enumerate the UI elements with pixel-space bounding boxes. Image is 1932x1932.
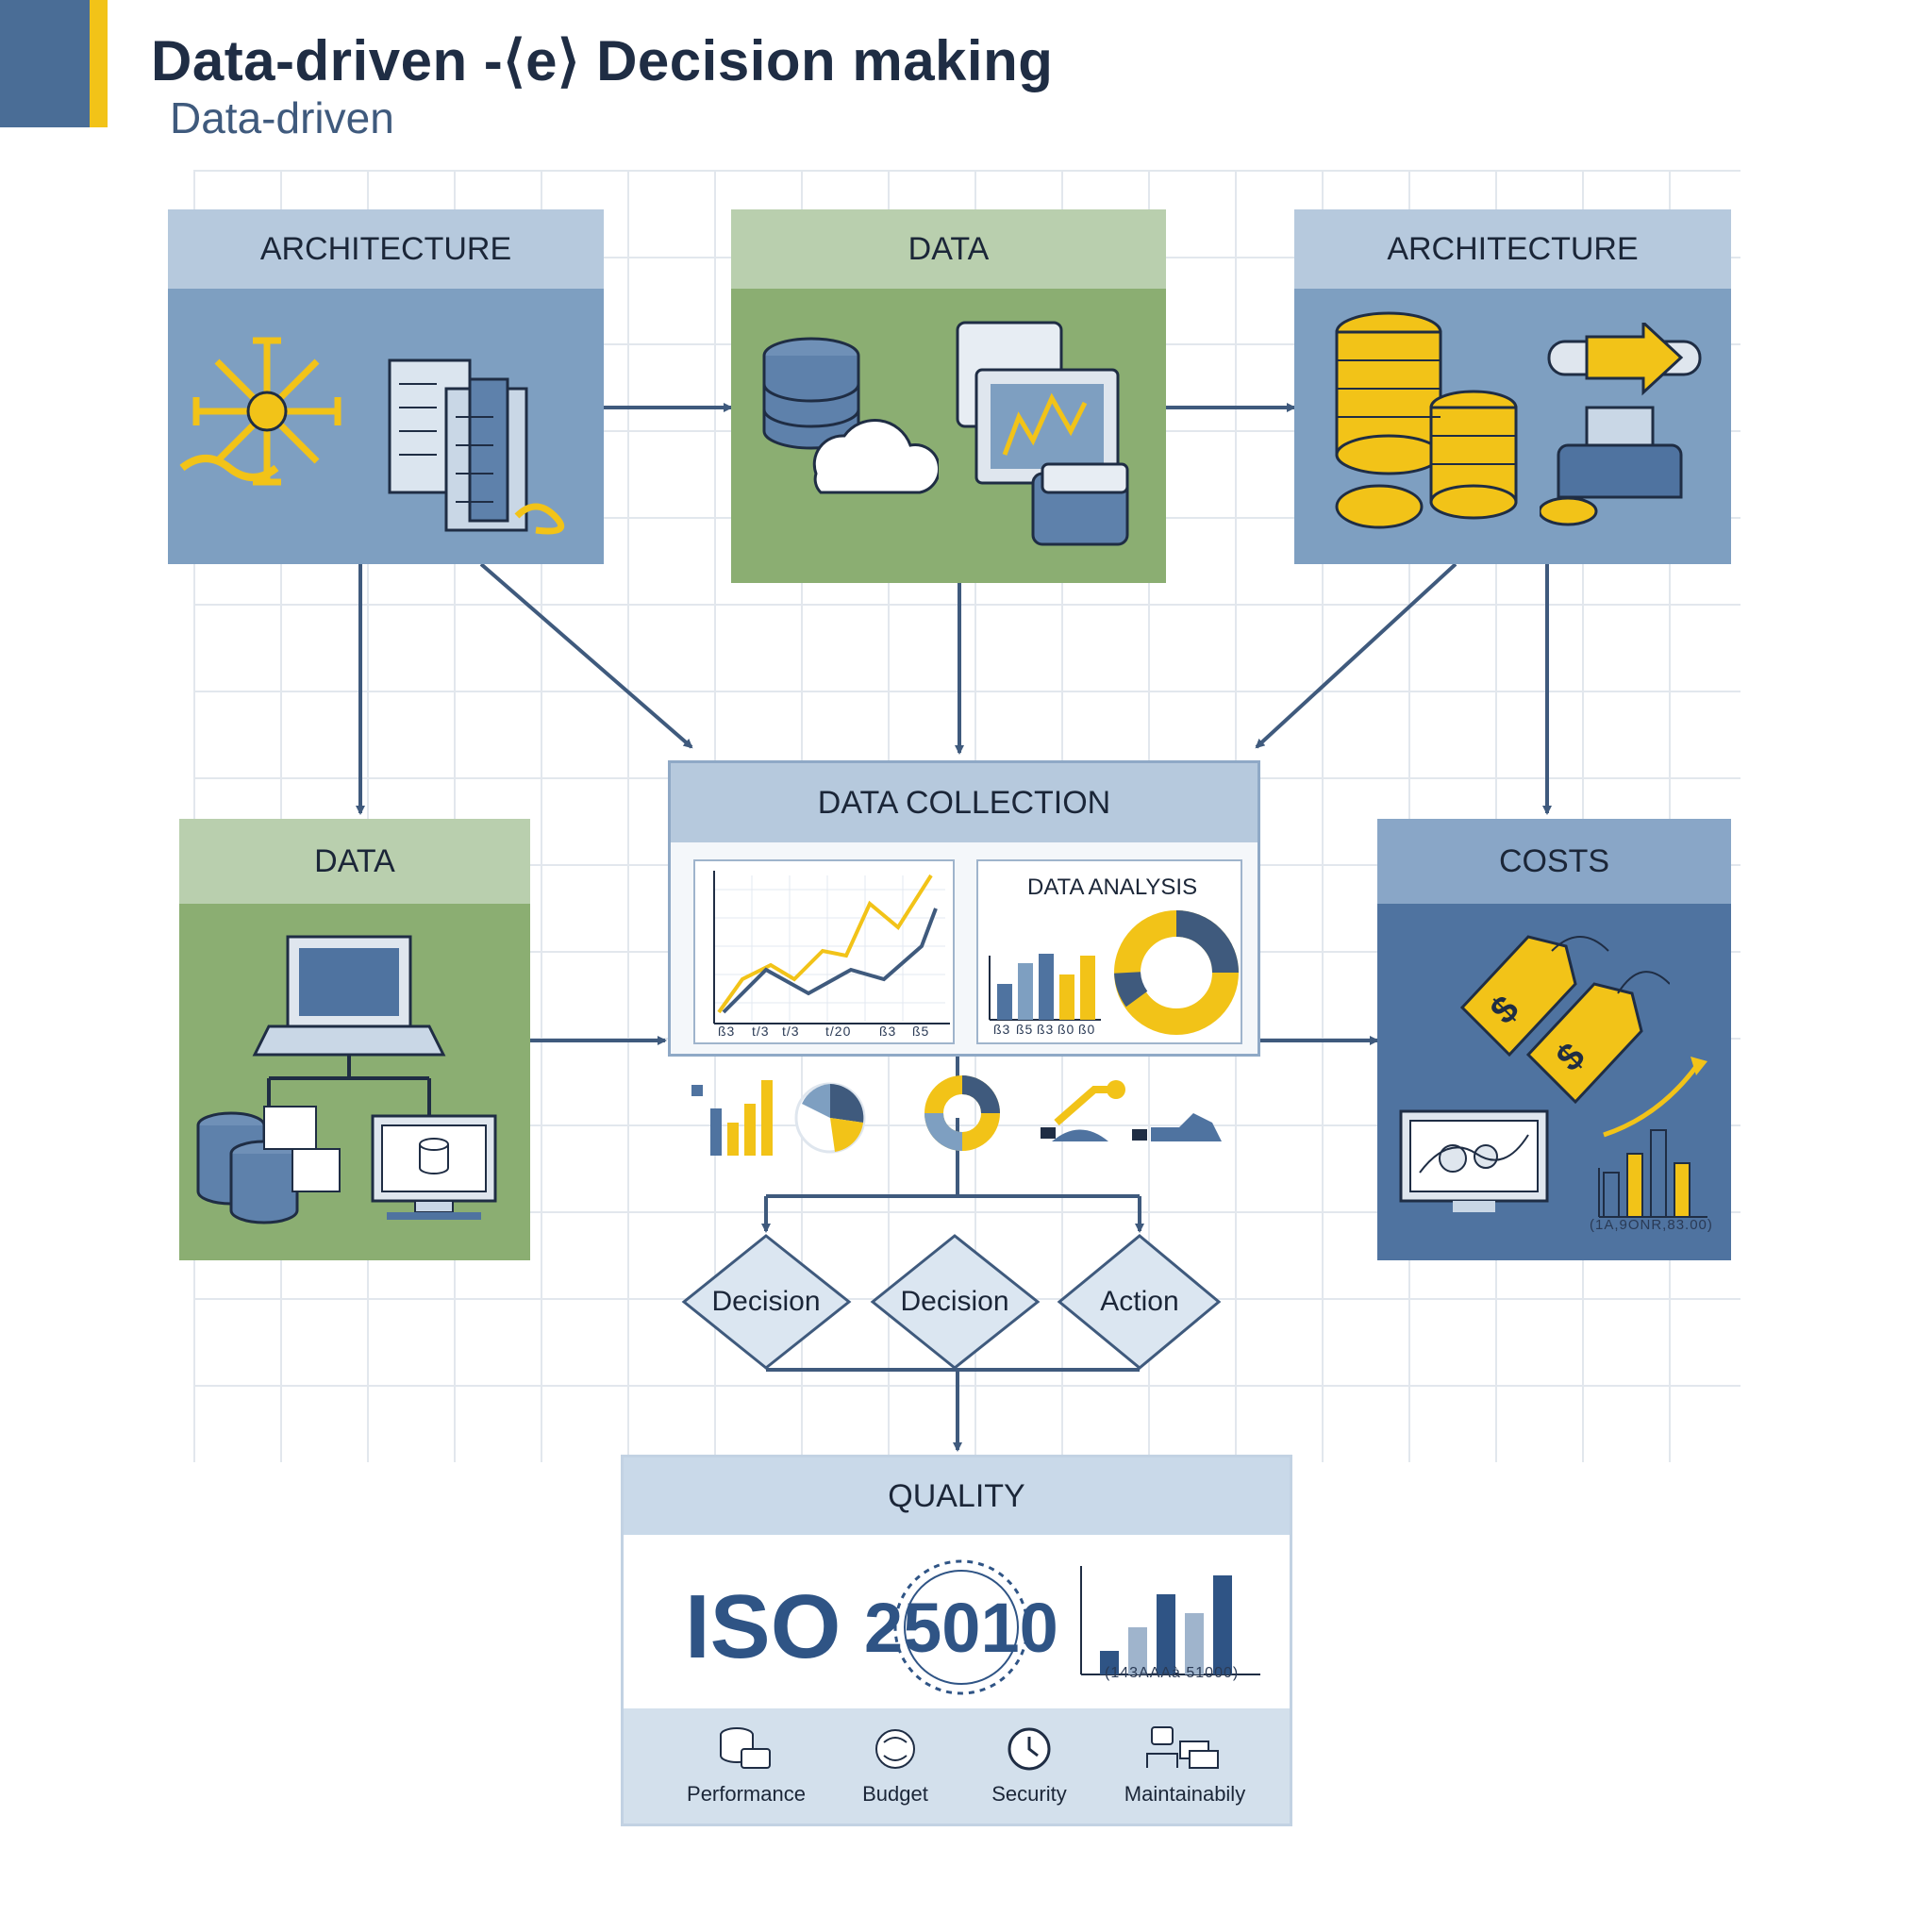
- price-tags-icon: $ $: [1459, 935, 1670, 1105]
- data-collection-box: DATA COLLECTION ß3 t/3 t/3 t/20 ß3 ß5 DA…: [668, 760, 1260, 1057]
- data-box-left: DATA: [179, 819, 530, 1260]
- decision-diamond-1: [681, 1234, 852, 1370]
- pie-chart-icon: [794, 1082, 866, 1154]
- database-cloud-icon: [762, 337, 939, 494]
- server-rack-icon: [388, 358, 565, 535]
- chart-tick: ß3: [718, 1024, 736, 1039]
- iso-seal-icon: [893, 1559, 1029, 1695]
- arrow-device-icon: [1540, 323, 1702, 526]
- analysis-tick: ß5: [1016, 1022, 1034, 1037]
- monitor-trend-icon: [1399, 1057, 1707, 1218]
- analysis-tick: ß3: [1037, 1022, 1055, 1037]
- security-clock-icon: [1008, 1727, 1051, 1771]
- analysis-tick: ß0: [1078, 1022, 1096, 1037]
- iso-number: 25010: [864, 1589, 1058, 1667]
- robot-arm-icon: [1041, 1080, 1125, 1141]
- costs-title: COSTS: [1377, 819, 1731, 904]
- decision-label-2: Decision: [900, 1286, 1009, 1317]
- architecture-box-right: ARCHITECTURE: [1294, 209, 1731, 564]
- documents-chart-icon: [956, 321, 1129, 546]
- metric-budget: Budget: [862, 1782, 928, 1806]
- data-title-top: DATA: [731, 209, 1166, 289]
- data-box-top: DATA: [731, 209, 1166, 583]
- header-accent-yellow: [90, 0, 108, 127]
- chart-tick: ß3: [879, 1024, 897, 1039]
- analysis-tick: ß0: [1058, 1022, 1075, 1037]
- maintainability-icon: [1146, 1726, 1219, 1769]
- quality-title: QUALITY: [624, 1457, 1290, 1535]
- action-diamond: [1057, 1234, 1222, 1370]
- chart-tick: t/3: [782, 1024, 800, 1039]
- analysis-icon-row: [691, 1075, 1222, 1156]
- iso-label: ISO: [685, 1576, 841, 1677]
- quality-caption: (143AAAà 51000): [1105, 1665, 1240, 1681]
- workstation-database-icon: [196, 935, 497, 1224]
- line-chart-thumbnail: [713, 871, 950, 1024]
- data-analysis-thumbnail: [989, 910, 1239, 1035]
- architecture-body-left: [168, 289, 604, 564]
- coin-stack-icon: [1335, 311, 1518, 529]
- handoff-icon: [1132, 1113, 1222, 1141]
- performance-icon: [720, 1727, 771, 1769]
- quality-box: QUALITY ISO 25010 (143AAAà 51000): [621, 1455, 1292, 1826]
- analysis-tick: ß3: [993, 1022, 1011, 1037]
- data-title-left: DATA: [179, 819, 530, 904]
- decision-diamond-2: [870, 1234, 1041, 1370]
- data-analysis-title: DATA ANALYSIS: [1027, 874, 1198, 900]
- architecture-title-left: ARCHITECTURE: [168, 209, 604, 289]
- chart-tick: ß5: [912, 1024, 930, 1039]
- quality-bar-chart: [1080, 1566, 1260, 1675]
- page-title: Data-driven -⟨e⟩ Decision making: [151, 29, 1054, 92]
- metric-security: Security: [991, 1782, 1067, 1806]
- action-label: Action: [1100, 1286, 1179, 1317]
- network-hub-icon: [179, 337, 341, 486]
- chart-tick: t/3: [752, 1024, 770, 1039]
- page-subtitle: Data-driven: [170, 93, 394, 142]
- bar-chart-icon: [691, 1080, 773, 1156]
- donut-chart-icon: [924, 1075, 1000, 1151]
- decision-label-1: Decision: [711, 1286, 821, 1317]
- header-accent-blue: [0, 0, 90, 127]
- architecture-box-left: ARCHITECTURE: [168, 209, 604, 564]
- metric-performance: Performance: [687, 1782, 806, 1806]
- data-analysis-panel: DATA ANALYSIS ß3 ß5 ß3 ß0 ß0: [976, 859, 1242, 1044]
- chart-tick: t/20: [825, 1024, 852, 1039]
- budget-icon: [875, 1729, 915, 1769]
- data-collection-title: DATA COLLECTION: [671, 763, 1257, 842]
- decision-diamonds: [681, 1234, 1222, 1370]
- architecture-title-right: ARCHITECTURE: [1294, 209, 1731, 289]
- quality-metrics-bar: Performance Budget Security Maintainabil…: [624, 1708, 1290, 1824]
- costs-box: COSTS $ $ (1A,9ONR,83.00): [1377, 819, 1731, 1260]
- costs-caption: (1A,9ONR,83.00): [1590, 1217, 1713, 1233]
- line-chart-panel: ß3 t/3 t/3 t/20 ß3 ß5: [693, 859, 955, 1044]
- metric-maintainability: Maintainabily: [1124, 1782, 1246, 1806]
